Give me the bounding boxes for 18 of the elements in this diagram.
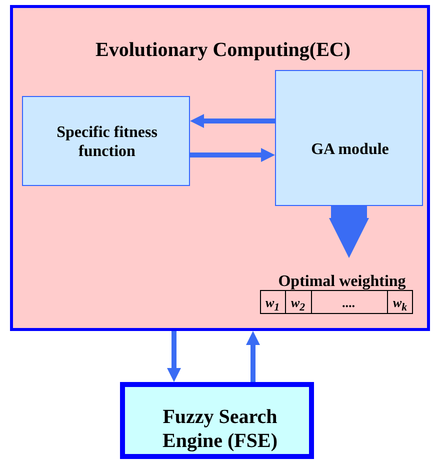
box-label: Fuzzy Search Engine (FSE): [161, 405, 279, 453]
weighting-title: Optimal weighting: [277, 272, 407, 292]
process-box: [22, 96, 190, 186]
process-box: [120, 382, 314, 459]
weight-label: w$_{k}$: [392, 296, 408, 314]
panel-title: Evolutionary Computing(EC): [94, 38, 352, 62]
weight-label: w$_{1}$: [264, 296, 281, 314]
arrow: [167, 331, 181, 382]
arrow: [190, 114, 275, 128]
arrow: [329, 206, 369, 258]
weight-label: ....: [342, 296, 356, 309]
arrow: [246, 331, 260, 382]
process-box: [275, 70, 423, 206]
box-label: Specific fitness function: [56, 123, 158, 162]
arrow: [190, 148, 275, 162]
ec-panel: [10, 5, 430, 331]
weight-label: w$_{2}$: [290, 296, 306, 314]
box-label: GA module: [310, 140, 390, 160]
